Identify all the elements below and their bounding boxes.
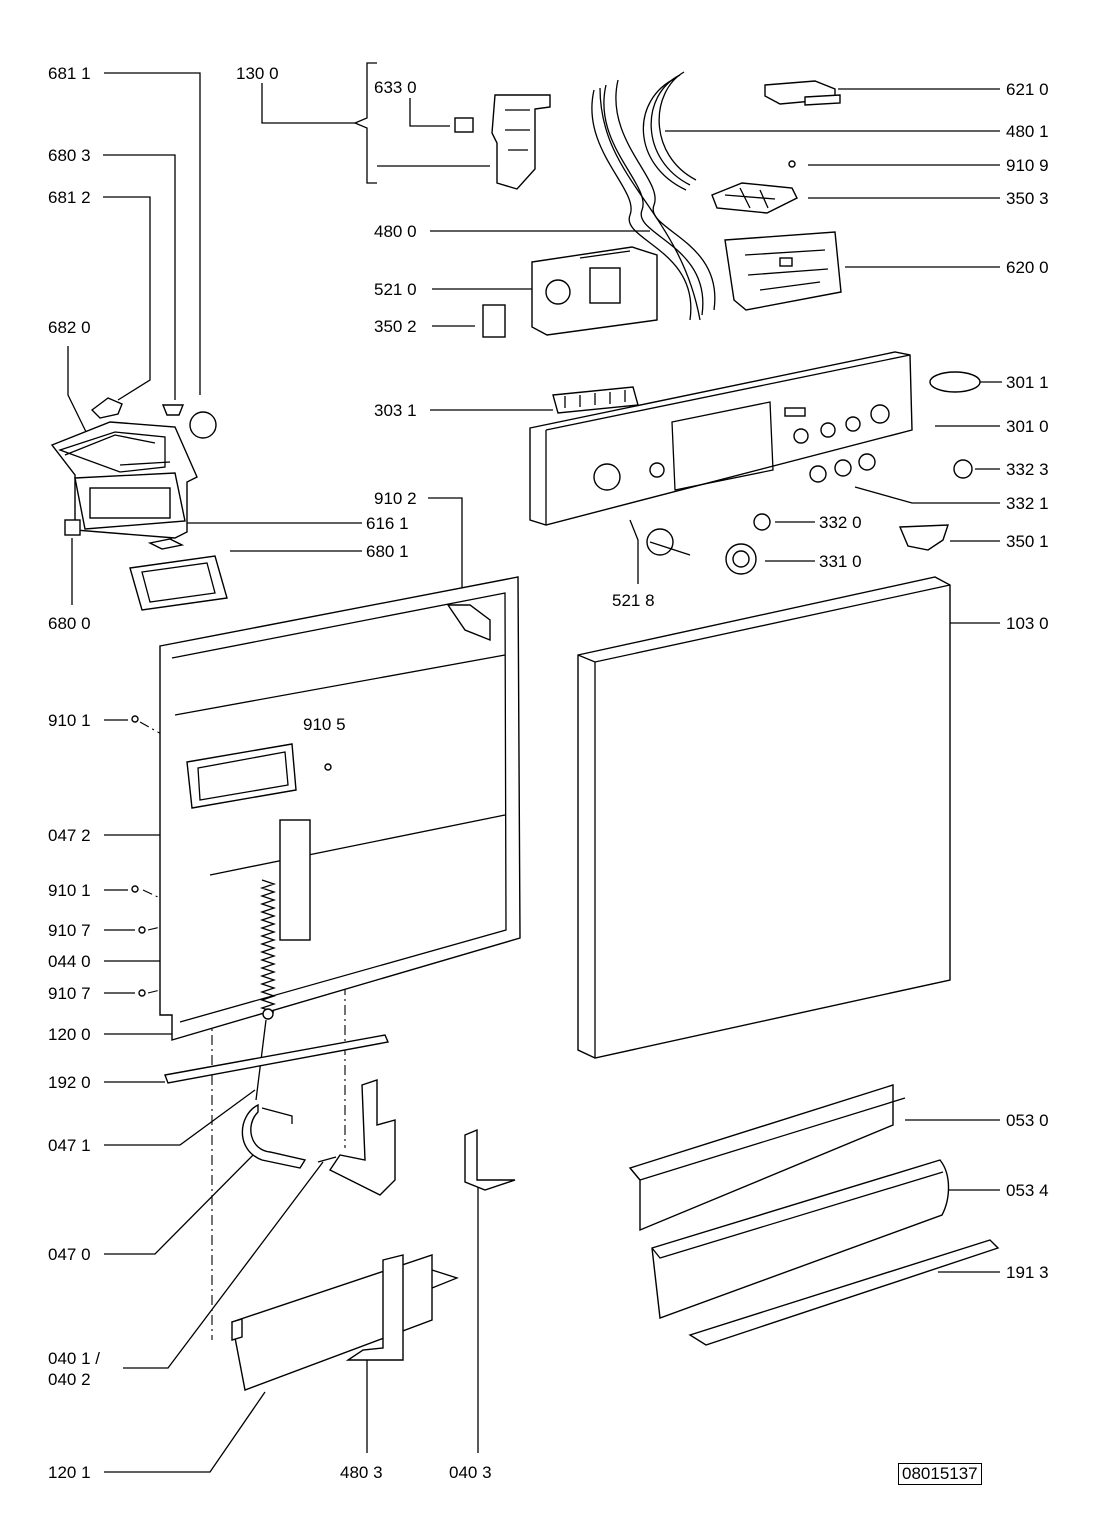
- label-053-4: 053 4: [1006, 1181, 1049, 1200]
- part-lever-681-2: [90, 397, 123, 419]
- label-040-3: 040 3: [449, 1463, 492, 1482]
- label-350-1: 350 1: [1006, 532, 1049, 551]
- label-332-0: 332 0: [819, 513, 862, 532]
- part-labels: 681 1 130 0 633 0 621 0 480 1 680 3 910 …: [48, 64, 1049, 1482]
- leader-lines: [67, 62, 1002, 1473]
- label-044-0: 044 0: [48, 952, 91, 971]
- label-910-7b: 910 7: [48, 984, 91, 1003]
- label-040-1: 040 1 /: [48, 1349, 100, 1368]
- label-910-5: 910 5: [303, 715, 346, 734]
- label-480-1: 480 1: [1006, 122, 1049, 141]
- part-clip-680-3: [161, 404, 185, 416]
- part-bracket-350-3: [711, 182, 798, 214]
- part-screw-910-5: [324, 763, 332, 771]
- part-knob-332-3: [953, 459, 973, 479]
- label-521-8: 521 8: [612, 591, 655, 610]
- part-hinge-047-0: [241, 1103, 307, 1169]
- part-gasket-680-1: [129, 555, 228, 611]
- label-680-3: 680 3: [48, 146, 91, 165]
- part-switch-633-0: [454, 117, 474, 133]
- label-480-3: 480 3: [340, 1463, 383, 1482]
- part-module-621-0: [764, 80, 841, 106]
- part-knob-331-0: [725, 543, 757, 575]
- part-bracket-040-3: [464, 1128, 516, 1191]
- part-wiring-480-0: [591, 79, 716, 321]
- label-682-0: 682 0: [48, 318, 91, 337]
- part-cap-681-1: [189, 411, 217, 439]
- part-strip-191-3: [688, 1239, 1000, 1346]
- label-910-1b: 910 1: [48, 881, 91, 900]
- label-040-2: 040 2: [48, 1370, 91, 1389]
- part-knobs-332-1: [809, 453, 876, 483]
- part-screw-910-7b: [138, 989, 146, 997]
- label-910-7a: 910 7: [48, 921, 91, 940]
- part-screw-910-7a: [138, 926, 146, 934]
- part-cap-301-1: [929, 371, 981, 393]
- label-620-0: 620 0: [1006, 258, 1049, 277]
- part-control-panel-301-0: [529, 351, 913, 526]
- part-strip-192-0: [164, 1034, 389, 1084]
- label-521-0: 521 0: [374, 280, 417, 299]
- label-120-0: 120 0: [48, 1025, 91, 1044]
- part-screw-910-1b: [131, 885, 139, 893]
- label-053-0: 053 0: [1006, 1111, 1049, 1130]
- part-latch-130-0: [491, 94, 551, 190]
- label-621-0: 621 0: [1006, 80, 1049, 99]
- label-680-1: 680 1: [366, 542, 409, 561]
- document-number: 08015137: [898, 1463, 982, 1485]
- label-350-2: 350 2: [374, 317, 417, 336]
- label-332-1: 332 1: [1006, 494, 1049, 513]
- part-outer-door-103-0: [577, 576, 951, 1059]
- part-clip-350-1: [898, 524, 949, 551]
- part-trim-053-0: [628, 1084, 906, 1232]
- part-screw-910-9: [788, 160, 796, 168]
- label-332-3: 332 3: [1006, 460, 1049, 479]
- part-wiring-480-1: [642, 71, 697, 191]
- part-inner-door-120-0: [159, 576, 521, 1041]
- label-047-1: 047 1: [48, 1136, 91, 1155]
- label-681-2: 681 2: [48, 188, 91, 207]
- part-bracket-040-1: [317, 1079, 396, 1196]
- part-cover-053-4: [651, 1159, 950, 1319]
- part-bracket-480-3: [345, 1254, 404, 1361]
- part-knob-332-0: [753, 513, 771, 531]
- label-633-0: 633 0: [374, 78, 417, 97]
- part-spring-044-0: [255, 879, 277, 1101]
- part-dispenser-682-0: [50, 421, 198, 539]
- label-191-3: 191 3: [1006, 1263, 1049, 1282]
- label-303-1: 303 1: [374, 401, 417, 420]
- label-681-1: 681 1: [48, 64, 91, 83]
- label-910-1a: 910 1: [48, 711, 91, 730]
- label-103-0: 103 0: [1006, 614, 1049, 633]
- label-350-3: 350 3: [1006, 189, 1049, 208]
- label-680-0: 680 0: [48, 614, 91, 633]
- part-hinge-616-1: [147, 538, 185, 550]
- part-sensor-521-8: [646, 528, 691, 556]
- label-301-0: 301 0: [1006, 417, 1049, 436]
- label-910-2: 910 2: [374, 489, 417, 508]
- label-616-1: 616 1: [366, 514, 409, 533]
- label-120-1: 120 1: [48, 1463, 91, 1482]
- part-connector-350-2: [482, 304, 506, 338]
- label-047-0: 047 0: [48, 1245, 91, 1264]
- label-192-0: 192 0: [48, 1073, 91, 1092]
- part-kickplate-120-1: [231, 1254, 459, 1391]
- label-047-2: 047 2: [48, 826, 91, 845]
- label-910-9: 910 9: [1006, 156, 1049, 175]
- label-301-1: 301 1: [1006, 373, 1049, 392]
- part-bracket-620-0: [724, 231, 842, 311]
- label-331-0: 331 0: [819, 552, 862, 571]
- label-130-0: 130 0: [236, 64, 279, 83]
- label-480-0: 480 0: [374, 222, 417, 241]
- part-control-board-521-0: [531, 246, 658, 336]
- part-screw-910-1a: [131, 715, 139, 723]
